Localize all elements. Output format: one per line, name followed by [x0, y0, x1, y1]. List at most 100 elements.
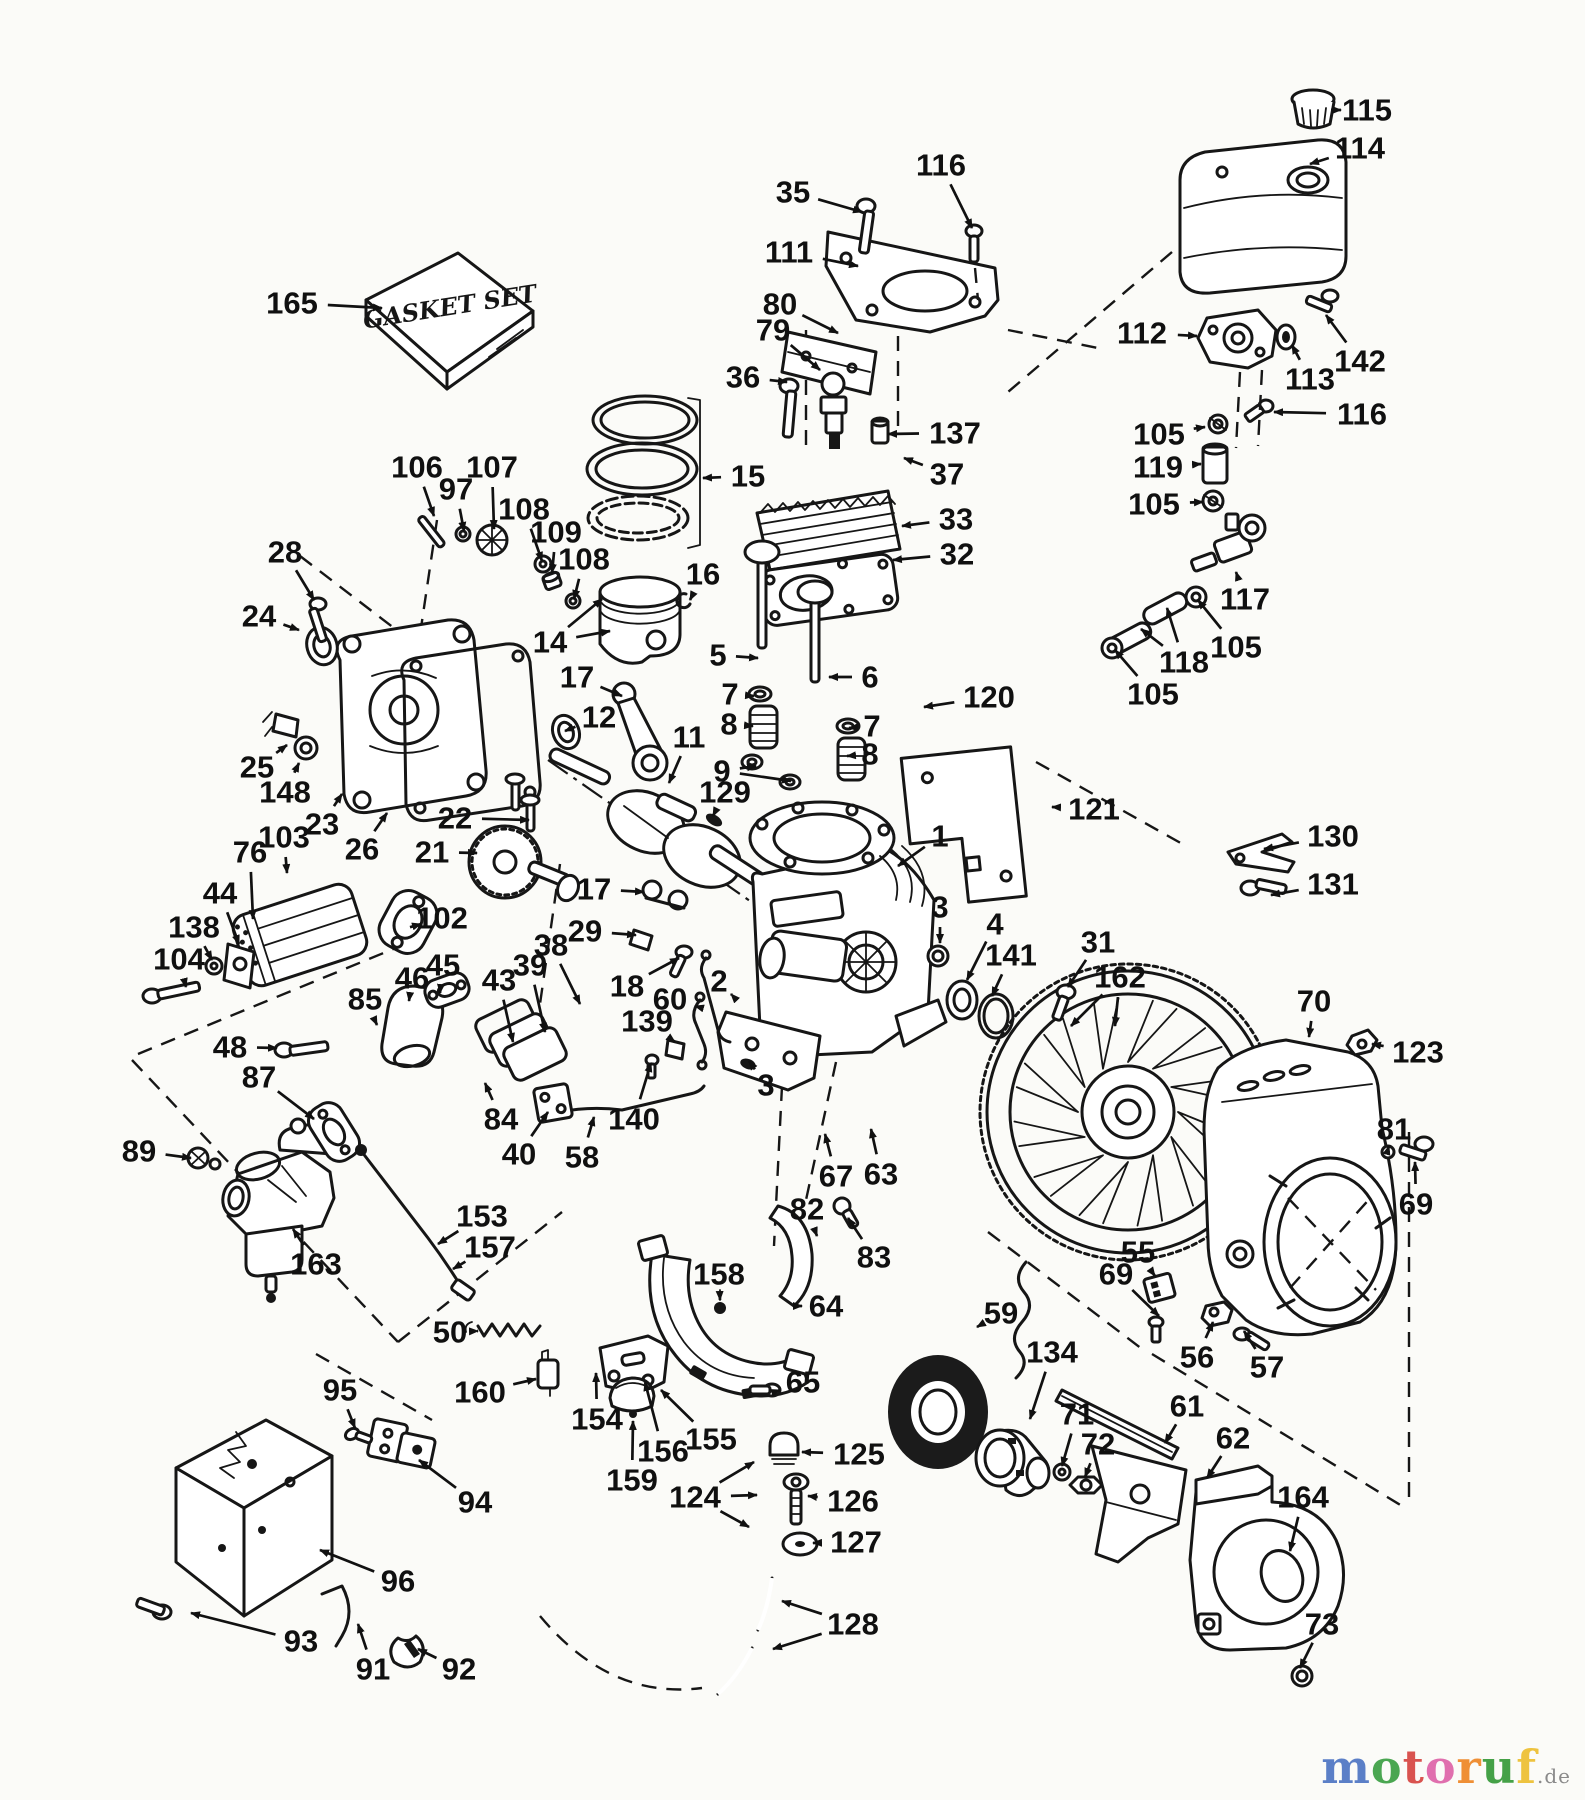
watermark-logo[interactable]: motoruf.de — [1321, 1740, 1571, 1794]
part-number-text: 83 — [857, 1240, 891, 1275]
part-label-8: 8 — [720, 707, 754, 742]
fuel-hose-128 — [716, 1576, 774, 1696]
screw-93 — [135, 1596, 173, 1621]
part-number-text: 63 — [864, 1157, 898, 1192]
part-label-120: 120 — [923, 680, 1015, 715]
part-label-76: 76 — [233, 835, 267, 920]
part-number-text: 121 — [1068, 792, 1120, 827]
part-label-125: 125 — [801, 1437, 885, 1472]
washer-71 — [1052, 1462, 1072, 1482]
nut-73 — [1290, 1664, 1314, 1688]
part-label-81: 81 — [1377, 1112, 1411, 1156]
watermark-letter: t — [1402, 1740, 1425, 1794]
part-number-text: 137 — [929, 416, 981, 451]
bracket-94 — [366, 1417, 437, 1470]
part-number-text: 2 — [710, 964, 727, 999]
pin-159 — [629, 1410, 637, 1418]
part-number-text: 45 — [426, 948, 460, 983]
part-number-text: 35 — [776, 175, 810, 210]
part-label-71: 71 — [1060, 1397, 1094, 1467]
part-number-text: 24 — [242, 599, 277, 634]
part-label-63: 63 — [864, 1128, 898, 1192]
washer-148 — [293, 735, 319, 761]
part-number-text: 87 — [242, 1060, 276, 1095]
part-label-123: 123 — [1371, 1035, 1444, 1070]
part-number-text: 114 — [1335, 131, 1386, 166]
part-label-46: 46 — [395, 961, 429, 1002]
part-label-14: 14 — [533, 597, 611, 660]
part-number-text: 148 — [259, 775, 311, 810]
part-label-116: 116 — [1273, 397, 1387, 432]
gasket-set-box: GASKET SET — [361, 251, 541, 391]
fuel-valve-117 — [1190, 512, 1267, 573]
stud-106 — [417, 515, 446, 549]
part-number-text: 56 — [1180, 1340, 1214, 1375]
part-number-text: 95 — [323, 1373, 357, 1408]
part-number-text: 85 — [348, 982, 382, 1017]
part-label-126: 126 — [807, 1484, 879, 1519]
part-label-134: 134 — [1026, 1335, 1079, 1420]
spring-50 — [464, 1321, 542, 1338]
part-number-text: 127 — [830, 1525, 882, 1560]
part-number-text: 155 — [685, 1422, 737, 1457]
part-label-5: 5 — [709, 638, 759, 673]
part-label-73: 73 — [1298, 1607, 1339, 1669]
part-label-112: 112 — [1117, 316, 1198, 351]
link-60 — [692, 991, 708, 1071]
part-number-text: 108 — [498, 492, 550, 527]
part-label-57: 57 — [1242, 1330, 1284, 1385]
part-number-text: 25 — [240, 750, 274, 785]
bolt-69-right — [1398, 1135, 1435, 1162]
part-number-text: 44 — [203, 876, 238, 911]
part-label-116: 116 — [916, 148, 974, 229]
part-label-18: 18 — [610, 956, 680, 1004]
part-number-text: 48 — [213, 1030, 247, 1065]
part-number-text: 105 — [1127, 677, 1179, 712]
carb-gasket-87 — [307, 1101, 361, 1163]
part-number-text: 11 — [673, 720, 706, 755]
starter-housing-164 — [1188, 1464, 1346, 1652]
part-number-text: 23 — [305, 807, 339, 842]
part-number-text: 125 — [833, 1437, 885, 1472]
part-label-22: 22 — [438, 801, 530, 836]
bushing-137 — [870, 416, 890, 445]
part-number-text: 157 — [464, 1230, 516, 1265]
part-label-115: 115 — [1331, 93, 1392, 128]
part-label-130: 130 — [1263, 819, 1359, 854]
part-number-text: 40 — [502, 1137, 536, 1172]
part-label-4: 4 — [965, 907, 1004, 981]
part-label-29: 29 — [568, 914, 637, 949]
part-number-text: 104 — [153, 942, 205, 977]
screw-158 — [714, 1289, 726, 1314]
part-label-121: 121 — [1051, 792, 1120, 827]
part-label-11: 11 — [667, 720, 706, 784]
clamp-105b — [1201, 489, 1225, 513]
plate-80 — [780, 330, 878, 396]
clamp-105c — [1184, 585, 1208, 609]
washer-138 — [204, 956, 224, 976]
part-label-84: 84 — [484, 1082, 519, 1137]
part-label-117: 117 — [1220, 571, 1270, 617]
part-label-72: 72 — [1081, 1427, 1115, 1478]
clip-139 — [664, 1038, 686, 1061]
part-number-text: 163 — [290, 1247, 342, 1282]
part-number-text: 159 — [606, 1463, 658, 1498]
part-number-text: 139 — [621, 1004, 673, 1039]
part-label-139: 139 — [621, 1004, 676, 1044]
part-number-text: 93 — [284, 1624, 318, 1659]
cylinder-block-1 — [716, 800, 948, 1092]
bolt-31 — [1051, 983, 1077, 1022]
bolt-28 — [308, 596, 328, 644]
bolt-116-top — [964, 223, 984, 301]
part-number-text: 69 — [1399, 1187, 1433, 1222]
part-label-157: 157 — [452, 1230, 516, 1271]
reed-29 — [628, 928, 654, 952]
part-label-104: 104 — [153, 942, 206, 988]
part-number-text: 162 — [1094, 960, 1146, 995]
plates-38-39-43 — [474, 998, 568, 1082]
screw-116-right — [1243, 398, 1275, 423]
part-label-21: 21 — [415, 835, 478, 870]
part-label-23: 23 — [305, 793, 344, 842]
fuel-filter-119 — [1201, 442, 1229, 485]
